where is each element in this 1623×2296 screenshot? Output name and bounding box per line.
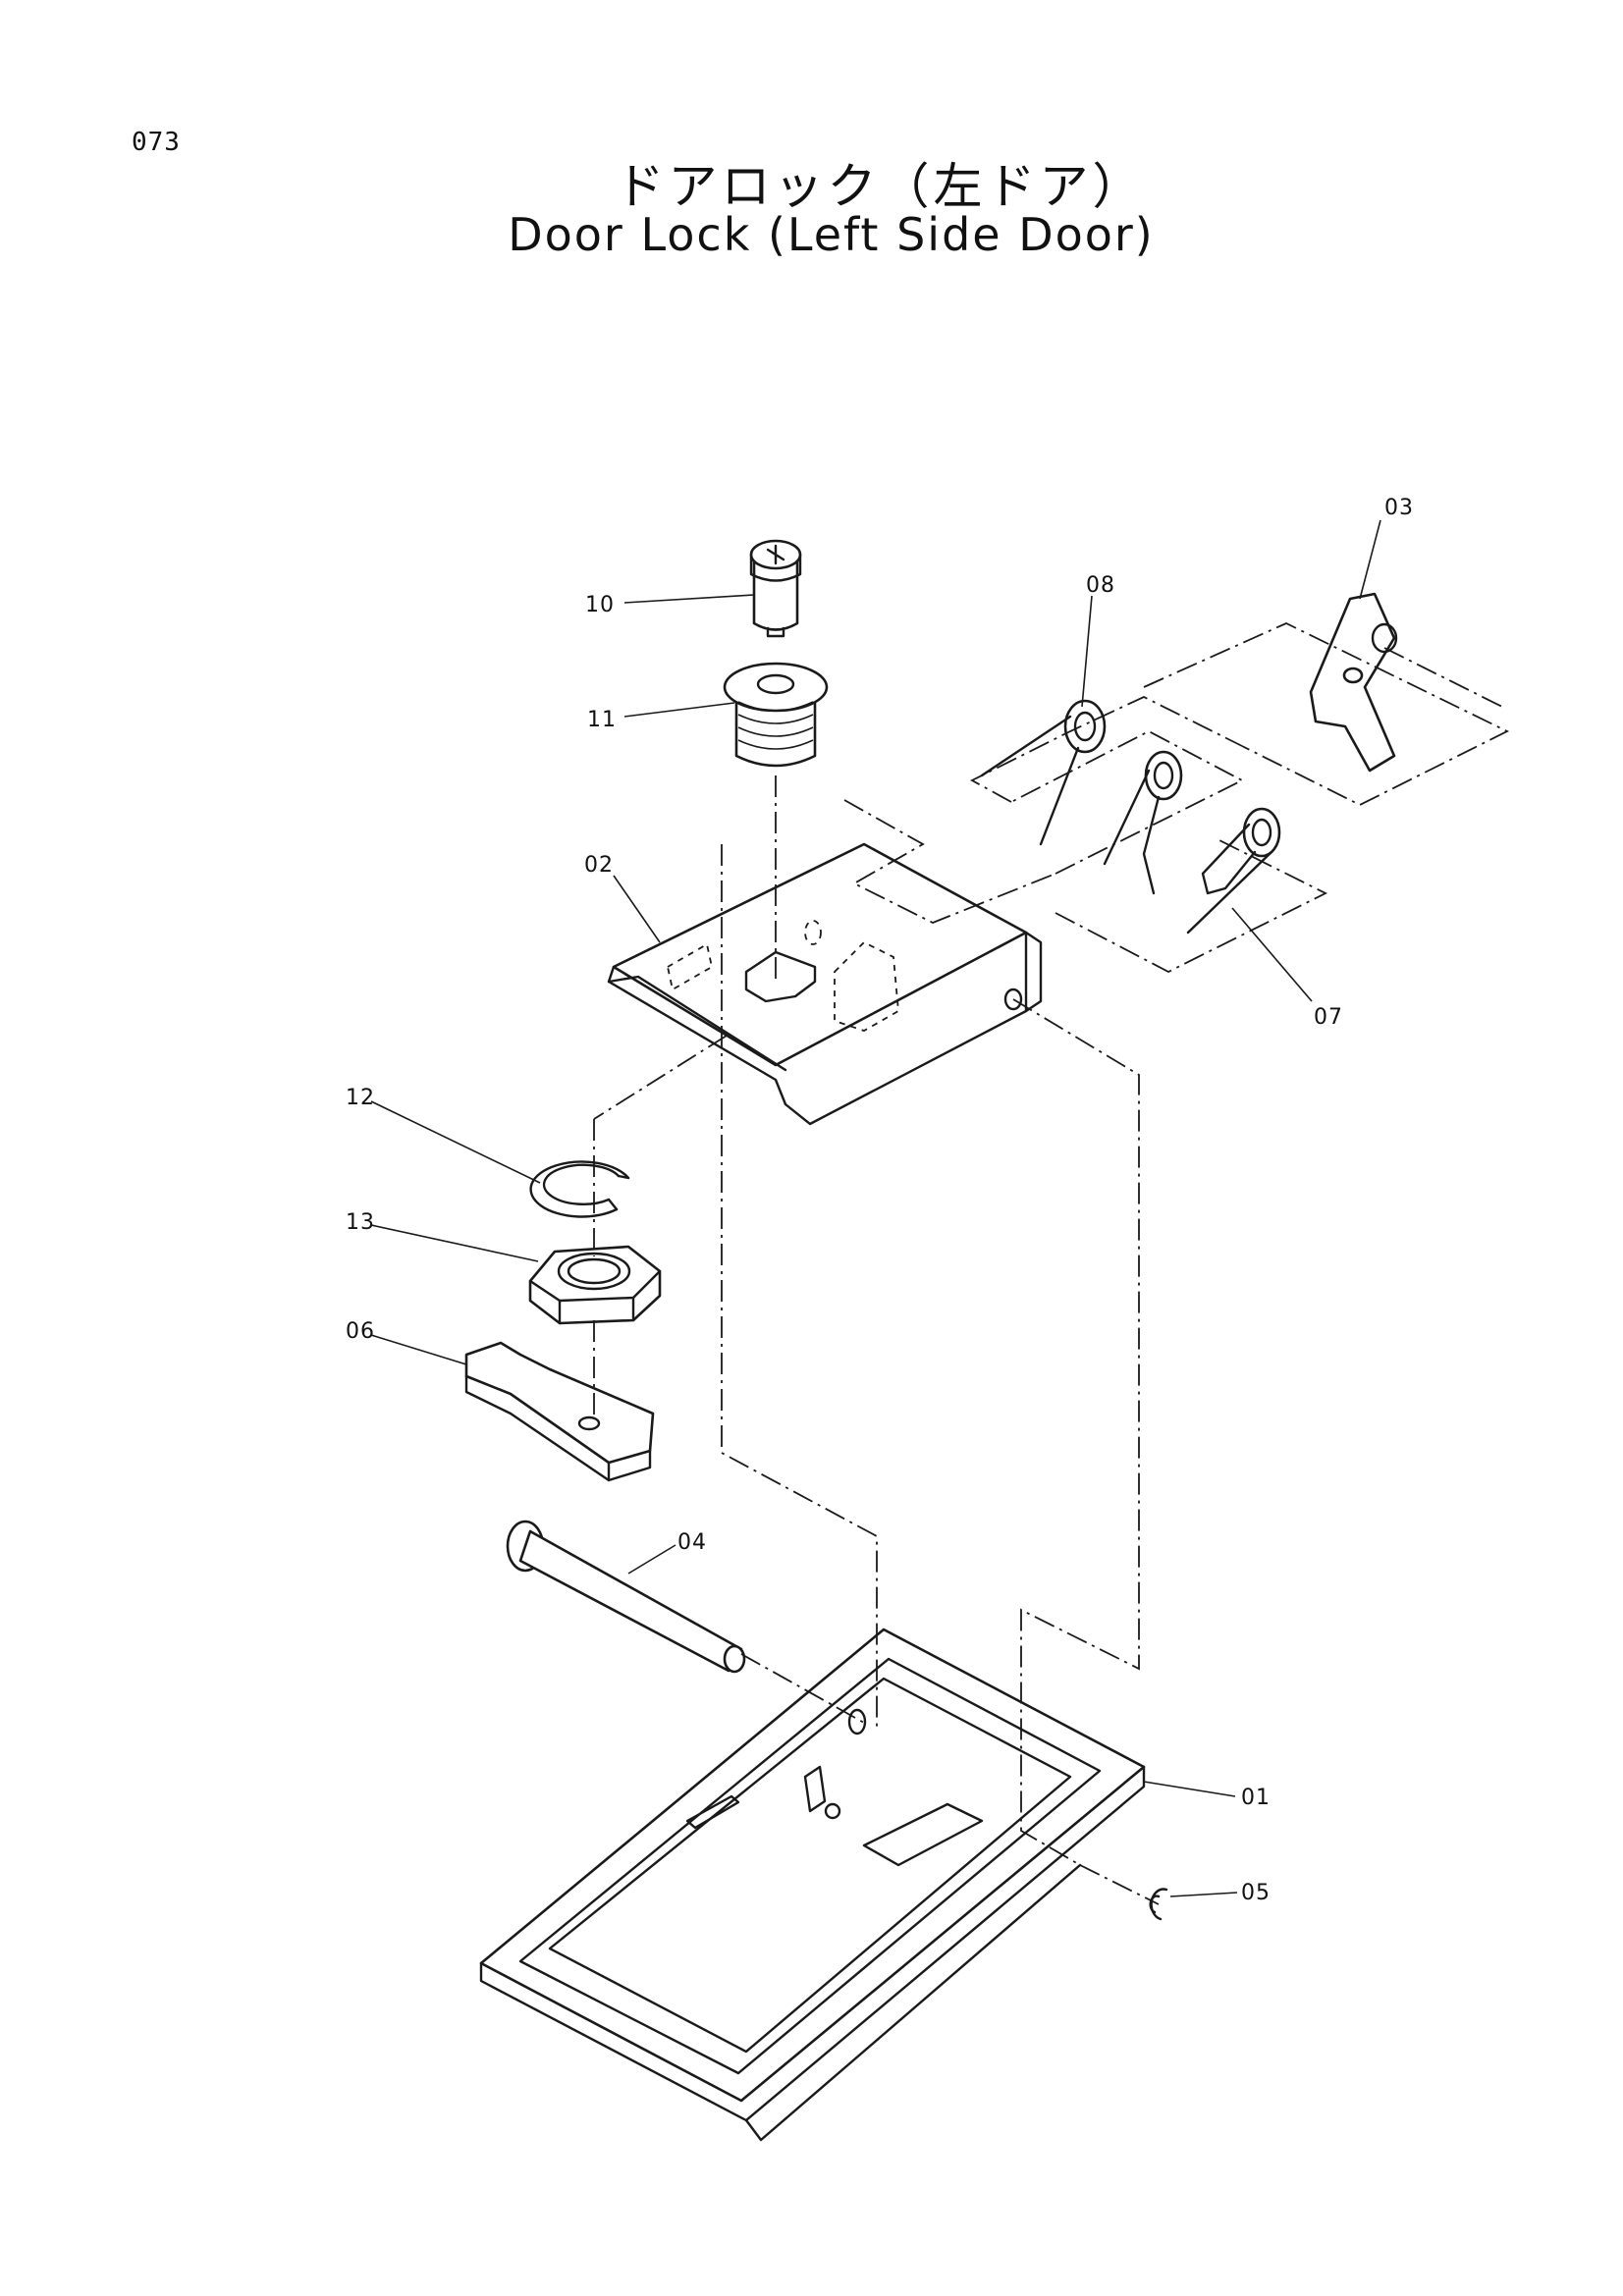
- callout-04: 04: [677, 1530, 707, 1555]
- callout-labels: 10 11 02 03 08 07 12 13 06 04 01 05: [346, 496, 1414, 1905]
- part-07-spring: [1186, 807, 1281, 934]
- callout-06: 06: [346, 1319, 375, 1344]
- part-11-threaded-bushing: [723, 662, 829, 768]
- part-04-pin: [506, 1520, 746, 1674]
- callout-02: 02: [584, 853, 614, 878]
- part-01-base-plate: [479, 1628, 1146, 2142]
- callout-12: 12: [346, 1086, 375, 1110]
- assembly-centerlines: [593, 622, 1510, 1905]
- part-06-lever-plate: [464, 1341, 655, 1482]
- callout-10: 10: [585, 593, 615, 617]
- callout-01: 01: [1241, 1786, 1271, 1810]
- part-03-latch-cam: [1309, 592, 1398, 773]
- callout-03: 03: [1384, 496, 1414, 520]
- callout-05: 05: [1241, 1881, 1271, 1905]
- leader-lines: [370, 519, 1381, 1897]
- callout-07: 07: [1314, 1005, 1343, 1030]
- part-02-latch-housing: [607, 842, 1043, 1126]
- part-13-hex-nut: [528, 1245, 662, 1325]
- part-10-lock-cylinder: [749, 539, 802, 638]
- part-08-spring: [980, 699, 1183, 895]
- title-english: Door Lock (Left Side Door): [508, 208, 1155, 261]
- callout-11: 11: [587, 708, 617, 732]
- page-number: 073: [132, 128, 181, 157]
- callout-08: 08: [1086, 573, 1115, 598]
- title-japanese: ドアロック（左ドア）: [615, 158, 1146, 215]
- part-12-snap-ring: [529, 1160, 630, 1218]
- callout-13: 13: [346, 1210, 375, 1235]
